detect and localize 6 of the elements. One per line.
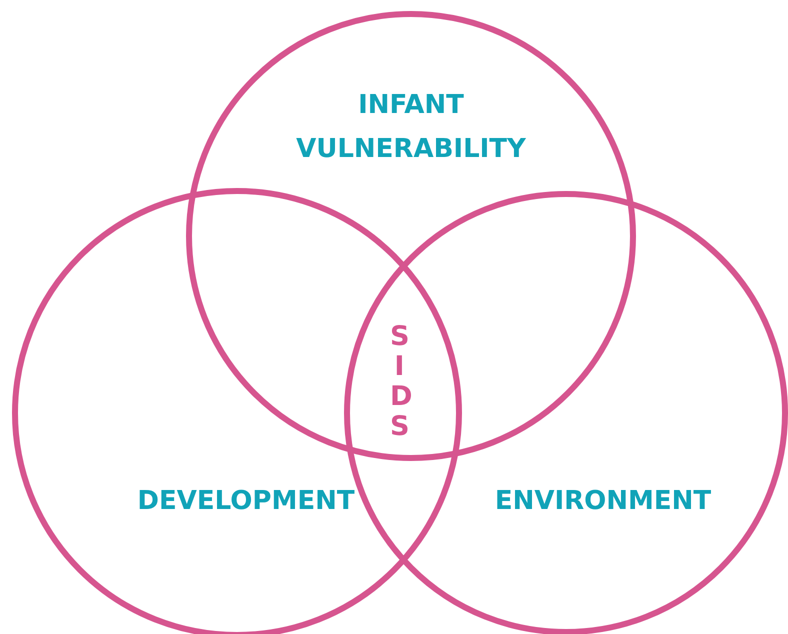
circle-label: DEVELOPMENT (136, 485, 356, 518)
overlap-label: SIDS (390, 322, 409, 442)
circle-label: INFANT VULNERABILITY (295, 89, 527, 166)
venn-circle (12, 188, 462, 634)
circle-label: ENVIRONMENT (494, 485, 712, 518)
venn-circle (186, 11, 636, 461)
